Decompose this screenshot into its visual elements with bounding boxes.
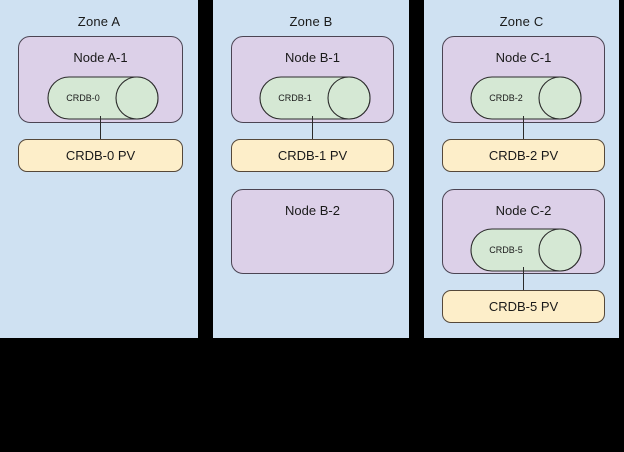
pv-crdb-0[interactable]: CRDB-0 PV <box>18 139 183 172</box>
pv-crdb-2[interactable]: CRDB-2 PV <box>442 139 605 172</box>
database-cylinder-crdb-1[interactable]: CRDB-1 <box>259 76 371 120</box>
node-b-1-title: Node B-1 <box>285 50 340 65</box>
zone-b[interactable]: Zone B Node B-1 CRDB-1 CRDB-1 PV Node B-… <box>213 0 409 338</box>
database-cylinder-crdb-0[interactable]: CRDB-0 <box>47 76 159 120</box>
pv-crdb-1[interactable]: CRDB-1 PV <box>231 139 394 172</box>
pv-crdb-5[interactable]: CRDB-5 PV <box>442 290 605 323</box>
cylinder-icon <box>470 76 582 120</box>
node-c-2-title: Node C-2 <box>495 203 552 218</box>
link-node-a-1-to-crdb-0-pv <box>100 116 101 139</box>
link-node-c-2-to-crdb-5-pv <box>523 267 524 290</box>
node-c-1[interactable]: Node C-1 CRDB-2 <box>442 36 605 123</box>
cylinder-icon <box>47 76 159 120</box>
link-node-b-1-to-crdb-1-pv <box>312 116 313 139</box>
database-cylinder-crdb-2[interactable]: CRDB-2 <box>470 76 582 120</box>
cylinder-icon <box>470 228 582 272</box>
node-b-2-title: Node B-2 <box>285 203 340 218</box>
node-c-1-title: Node C-1 <box>495 50 552 65</box>
node-b-2[interactable]: Node B-2 <box>231 189 394 274</box>
zone-c[interactable]: Zone C Node C-1 CRDB-2 CRDB-2 PV Node C-… <box>424 0 619 338</box>
zone-b-title: Zone B <box>289 14 333 29</box>
node-a-1[interactable]: Node A-1 CRDB-0 <box>18 36 183 123</box>
zone-c-title: Zone C <box>499 14 544 29</box>
node-c-2[interactable]: Node C-2 CRDB-5 <box>442 189 605 274</box>
cylinder-icon <box>259 76 371 120</box>
zone-a-title: Zone A <box>77 14 121 29</box>
node-a-1-title: Node A-1 <box>73 50 128 65</box>
database-cylinder-crdb-5[interactable]: CRDB-5 <box>470 228 582 272</box>
link-node-c-1-to-crdb-2-pv <box>523 116 524 139</box>
node-b-1[interactable]: Node B-1 CRDB-1 <box>231 36 394 123</box>
zone-a[interactable]: Zone A Node A-1 CRDB-0 CRDB-0 PV <box>0 0 198 338</box>
